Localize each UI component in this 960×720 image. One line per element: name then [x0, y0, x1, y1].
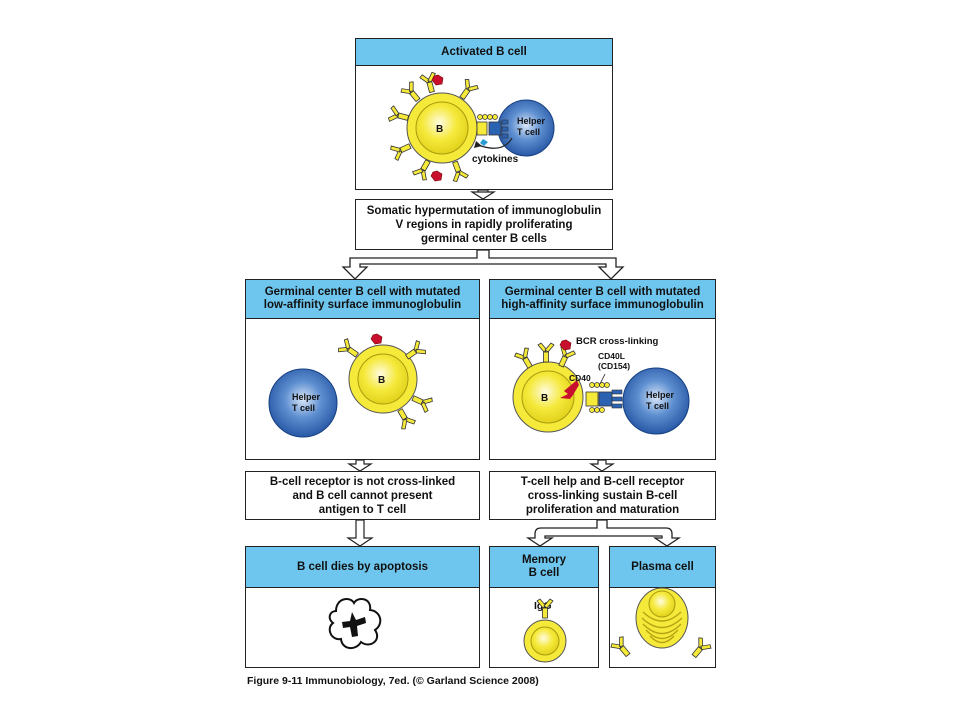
arrow-high-to-t-help: [588, 459, 616, 472]
svg-text:Helper: Helper: [646, 390, 675, 400]
antigen: [430, 170, 443, 182]
svg-text:T cell: T cell: [292, 403, 315, 413]
apoptosis-title: B cell dies by apoptosis: [246, 547, 479, 588]
high-helper-t-cell: Helper T cell: [622, 367, 690, 435]
low-b-label: B: [378, 375, 385, 386]
antigen: [431, 74, 444, 86]
cd40-cd40l-synapse: [585, 373, 623, 413]
hypermutation-box: Somatic hypermutation of immunoglobulin …: [355, 199, 613, 250]
low-b-cell: B: [348, 344, 418, 414]
activated-b-cell-illustration: B Helper T cell: [387, 71, 555, 184]
cd154-label: (CD154): [598, 361, 630, 371]
crosslinking-antigen: [559, 339, 572, 351]
svg-text:Helper: Helper: [292, 392, 321, 402]
cytokines-label: cytokines: [472, 154, 519, 165]
free-antigen: [370, 333, 383, 345]
memory-b-cell: IgG: [523, 598, 567, 663]
memory-b-cell-panel: Memory B cell: [489, 546, 599, 668]
low-affinity-illustration: Helper T cell B: [268, 333, 435, 438]
arrow-not-crosslinked-to-apoptosis: [346, 519, 374, 547]
arrow-t-help-to-memory-and-plasma: [525, 519, 682, 547]
plasma-cell: [609, 587, 713, 662]
arrow-low-to-not-crosslinked: [346, 459, 374, 472]
b-cell: B: [406, 92, 478, 164]
arrow-split-to-branches: [341, 249, 625, 280]
plasma-cell-title: Plasma cell: [610, 547, 715, 588]
low-helper-t-cell: Helper T cell: [268, 368, 338, 438]
apoptotic-cell: [328, 597, 382, 649]
cd40l-label: CD40L: [598, 351, 625, 361]
high-b-cell: B: [512, 361, 584, 433]
high-affinity-illustration: B Helper T cell BCR: [512, 336, 690, 435]
memory-b-cell-title: Memory B cell: [490, 547, 598, 588]
high-b-label: B: [541, 393, 548, 404]
high-affinity-title: Germinal center B cell with mutated high…: [490, 280, 715, 319]
low-affinity-title: Germinal center B cell with mutated low-…: [246, 280, 479, 319]
svg-text:T cell: T cell: [646, 401, 669, 411]
not-crosslinked-box: B-cell receptor is not cross-linked and …: [245, 471, 480, 520]
t-help-box: T-cell help and B-cell receptor cross-li…: [489, 471, 716, 520]
helper-t-cell: Helper T cell: [497, 99, 555, 157]
synapse-molecules: [474, 114, 513, 149]
activated-helper-label-2: T cell: [517, 127, 540, 137]
figure-caption: Figure 9-11 Immunobiology, 7ed. (© Garla…: [247, 675, 539, 687]
internalization-arrow: [560, 380, 579, 399]
activated-b-cell-title: Activated B cell: [356, 39, 612, 66]
activated-helper-label-1: Helper: [517, 116, 546, 126]
cd40-label: CD40: [569, 373, 591, 383]
bcr-crosslinking-label: BCR cross-linking: [576, 336, 659, 347]
activated-b-label: B: [436, 124, 443, 135]
arrow-activated-to-hypermutation: [469, 189, 497, 200]
